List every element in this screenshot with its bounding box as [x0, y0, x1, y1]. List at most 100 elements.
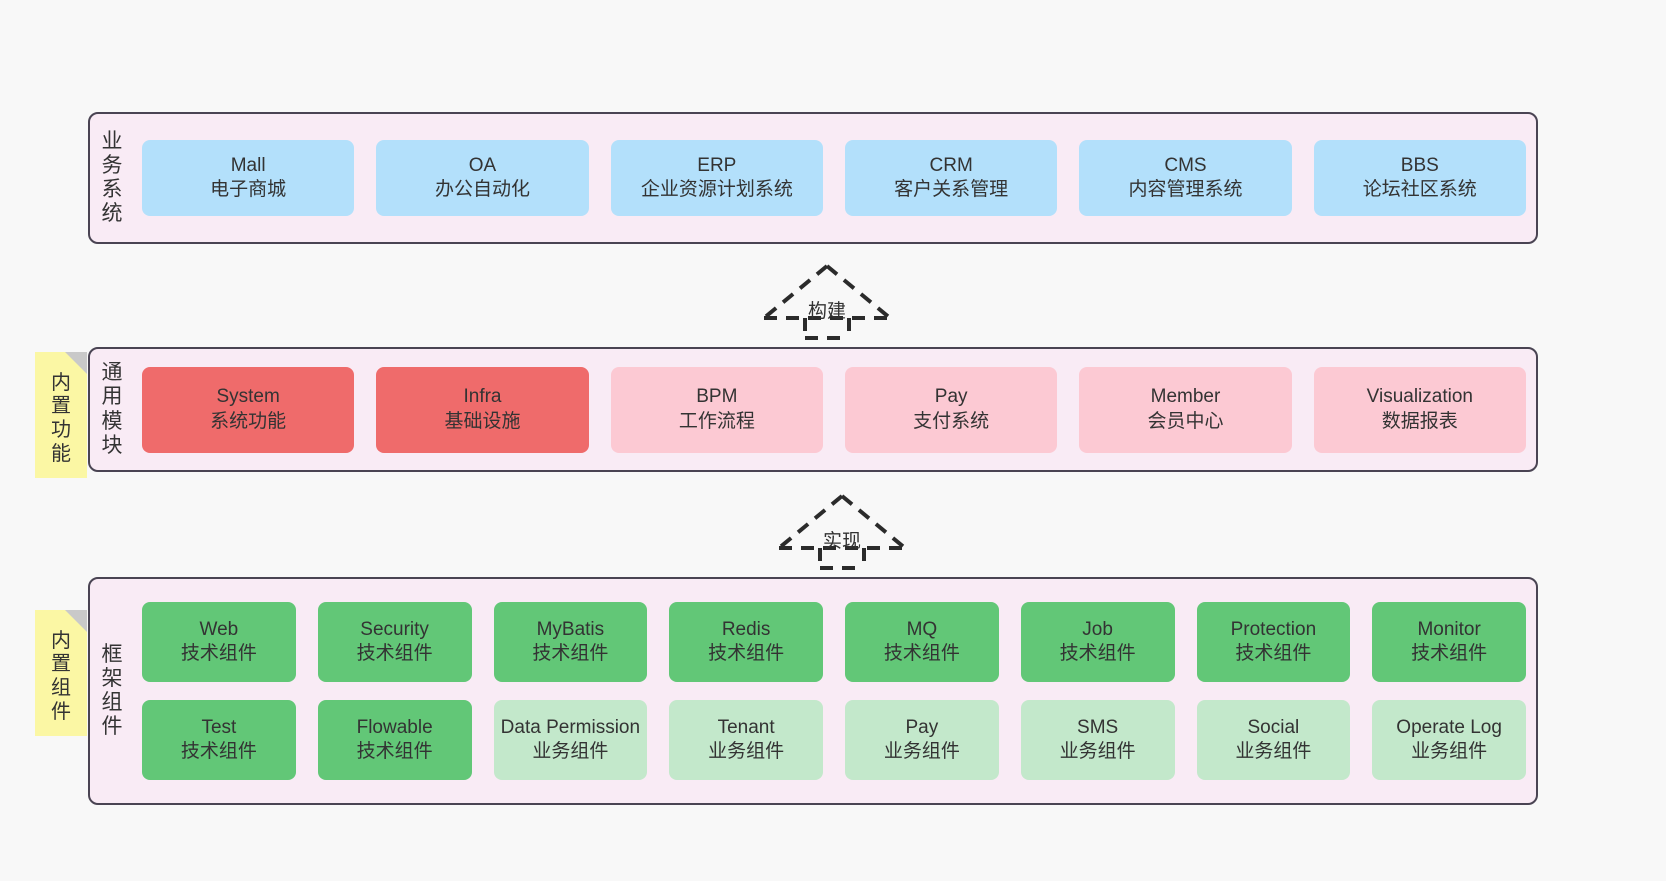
node-subtitle: 业务组件 — [1059, 741, 1136, 762]
layer-label-framework-components: 框 架 组 件 — [90, 579, 134, 803]
node-title: Job — [1082, 618, 1113, 640]
sticky-char: 置 — [51, 653, 71, 676]
node-protection[interactable]: Protection 技术组件 — [1196, 602, 1351, 682]
node-subtitle: 业务组件 — [883, 741, 960, 762]
label-char: 通 — [101, 361, 123, 385]
node-tenant[interactable]: Tenant 业务组件 — [669, 700, 823, 780]
layer-common-modules: 通 用 模 块 System 系统功能 Infra 基础设施 BPM 工作流程 — [88, 347, 1538, 472]
node-title: Security — [360, 618, 429, 640]
node-title: Infra — [463, 386, 502, 408]
layer-body-common-modules: System 系统功能 Infra 基础设施 BPM 工作流程 Pay 支付系统… — [134, 349, 1536, 470]
node-pay-component[interactable]: Pay 业务组件 — [845, 700, 999, 780]
node-title: Test — [201, 716, 237, 738]
layer-label-business-system: 业 务 系 统 — [90, 114, 134, 242]
node-mybatis[interactable]: MyBatis 技术组件 — [493, 602, 648, 682]
node-subtitle: 内容管理系统 — [1128, 179, 1243, 200]
node-monitor[interactable]: Monitor 技术组件 — [1372, 602, 1526, 682]
folded-corner-icon — [65, 610, 87, 632]
node-title: Pay — [934, 386, 968, 408]
node-title: Member — [1150, 386, 1221, 408]
node-social[interactable]: Social 业务组件 — [1196, 700, 1351, 780]
connector-implement-label: 实现 — [822, 531, 862, 552]
node-subtitle: 技术组件 — [356, 643, 433, 664]
dashed-generalization-arrow-icon — [762, 264, 892, 340]
node-pay-module[interactable]: Pay 支付系统 — [844, 366, 1058, 453]
node-security[interactable]: Security 技术组件 — [317, 602, 472, 682]
node-subtitle: 技术组件 — [883, 643, 960, 664]
node-sms[interactable]: SMS 业务组件 — [1020, 700, 1175, 780]
node-mq[interactable]: MQ 技术组件 — [845, 602, 999, 682]
label-char: 组 — [101, 691, 123, 714]
node-title: Tenant — [717, 716, 775, 738]
node-row: Mall 电子商城 OA 办公自动化 ERP 企业资源计划系统 CRM 客户关系… — [134, 140, 1526, 216]
node-subtitle: 客户关系管理 — [894, 179, 1009, 200]
sticky-char: 能 — [51, 442, 71, 465]
node-title: SMS — [1077, 716, 1119, 738]
node-title: Pay — [905, 716, 939, 738]
node-subtitle: 技术组件 — [1059, 643, 1136, 664]
node-subtitle: 会员中心 — [1147, 410, 1224, 432]
layer-body-business-system: Mall 电子商城 OA 办公自动化 ERP 企业资源计划系统 CRM 客户关系… — [134, 114, 1536, 242]
label-char: 系 — [101, 178, 123, 201]
node-title: Web — [199, 618, 239, 640]
node-test[interactable]: Test 技术组件 — [142, 700, 296, 780]
node-title: Monitor — [1417, 618, 1481, 640]
node-web[interactable]: Web 技术组件 — [142, 602, 296, 682]
node-title: Redis — [721, 618, 771, 640]
node-bpm[interactable]: BPM 工作流程 — [610, 366, 823, 453]
node-oa[interactable]: OA 办公自动化 — [376, 140, 589, 216]
node-title: BPM — [696, 386, 738, 408]
node-subtitle: 系统功能 — [210, 410, 287, 432]
node-row: Test 技术组件 Flowable 技术组件 Data Permission … — [134, 700, 1526, 780]
node-subtitle: 电子商城 — [210, 179, 287, 200]
node-member[interactable]: Member 会员中心 — [1079, 366, 1292, 453]
node-mall[interactable]: Mall 电子商城 — [142, 140, 355, 216]
node-bbs[interactable]: BBS 论坛社区系统 — [1313, 140, 1526, 216]
sticky-char: 组 — [51, 677, 71, 699]
node-subtitle: 企业资源计划系统 — [640, 179, 793, 200]
connector-build: 构建 — [760, 262, 894, 340]
folded-corner-icon — [65, 352, 87, 374]
node-subtitle: 支付系统 — [913, 410, 990, 432]
node-subtitle: 基础设施 — [444, 410, 521, 432]
node-title: Data Permission — [500, 716, 641, 738]
node-cms[interactable]: CMS 内容管理系统 — [1079, 140, 1292, 216]
sticky-note-builtin-features: 内 置 功 能 — [35, 352, 87, 478]
label-char: 件 — [101, 715, 123, 739]
label-char: 架 — [101, 666, 123, 690]
node-subtitle: 技术组件 — [180, 741, 257, 762]
connector-implement: 实现 — [775, 492, 909, 570]
dashed-generalization-arrow-icon — [777, 494, 907, 570]
node-infra[interactable]: Infra 基础设施 — [376, 366, 589, 453]
node-subtitle: 办公自动化 — [434, 179, 530, 200]
node-system[interactable]: System 系统功能 — [142, 366, 355, 453]
label-char: 统 — [101, 202, 123, 226]
node-row: System 系统功能 Infra 基础设施 BPM 工作流程 Pay 支付系统… — [134, 366, 1526, 453]
node-crm[interactable]: CRM 客户关系管理 — [844, 140, 1058, 216]
node-subtitle: 业务组件 — [1411, 741, 1488, 762]
label-char: 务 — [101, 153, 123, 177]
node-job[interactable]: Job 技术组件 — [1020, 602, 1175, 682]
label-char: 块 — [101, 433, 123, 457]
node-title: MQ — [906, 618, 938, 640]
node-title: System — [216, 386, 280, 408]
node-flowable[interactable]: Flowable 技术组件 — [317, 700, 472, 780]
node-title: ERP — [697, 154, 737, 176]
node-visualization[interactable]: Visualization 数据报表 — [1313, 366, 1526, 453]
node-subtitle: 技术组件 — [708, 643, 785, 664]
node-title: Protection — [1230, 618, 1317, 640]
sticky-char: 内 — [51, 371, 71, 394]
node-data-permission[interactable]: Data Permission 业务组件 — [493, 700, 648, 780]
node-subtitle: 技术组件 — [1411, 643, 1488, 664]
connector-build-label: 构建 — [807, 301, 847, 322]
sticky-note-builtin-components: 内 置 组 件 — [35, 610, 87, 736]
label-char: 框 — [101, 642, 123, 666]
node-erp[interactable]: ERP 企业资源计划系统 — [610, 140, 823, 216]
sticky-char: 置 — [51, 395, 71, 418]
node-redis[interactable]: Redis 技术组件 — [669, 602, 823, 682]
node-operate-log[interactable]: Operate Log 业务组件 — [1372, 700, 1526, 780]
node-subtitle: 数据报表 — [1381, 410, 1458, 432]
label-char: 用 — [101, 385, 123, 409]
node-row: Web 技术组件 Security 技术组件 MyBatis 技术组件 Redi… — [134, 602, 1526, 682]
